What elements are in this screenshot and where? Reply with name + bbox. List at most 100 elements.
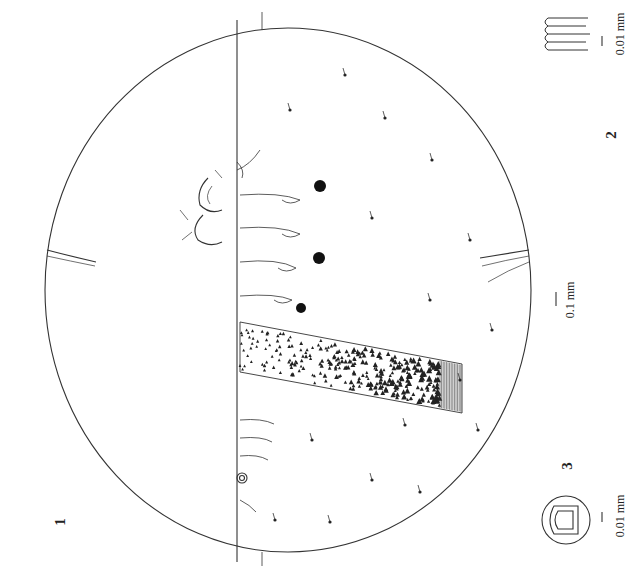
tick <box>262 12 263 30</box>
texture-mark <box>347 359 352 364</box>
seta <box>240 438 272 443</box>
texture-mark <box>320 364 324 368</box>
texture-mark <box>251 329 254 332</box>
texture-mark <box>382 380 387 385</box>
texture-mark <box>275 348 278 351</box>
seta-small <box>430 153 434 162</box>
texture-mark <box>304 351 307 354</box>
texture-mark <box>358 384 361 387</box>
figure-number: 1 <box>53 518 68 526</box>
texture-mark <box>421 371 427 377</box>
texture-mark <box>300 365 303 368</box>
texture-mark <box>344 380 347 383</box>
texture-mark <box>279 352 282 355</box>
seta-small <box>458 373 462 382</box>
texture-mark <box>365 371 368 374</box>
texture-mark <box>319 339 322 342</box>
texture-mark <box>413 372 416 375</box>
texture-mark <box>406 380 412 386</box>
seta <box>240 227 300 237</box>
texture-mark <box>340 356 343 359</box>
texture-mark <box>353 362 356 365</box>
texture-mark <box>395 392 400 397</box>
figure-number: 3 <box>560 462 575 470</box>
texture-mark <box>373 390 378 395</box>
texture-mark <box>432 387 436 391</box>
texture-mark <box>324 379 327 382</box>
texture-mark <box>389 374 392 377</box>
texture-mark <box>438 403 441 406</box>
texture-mark <box>279 371 282 374</box>
hatch-line <box>449 363 450 410</box>
texture-mark <box>406 373 412 379</box>
texture-mark <box>397 364 402 369</box>
texture-mark <box>383 368 386 371</box>
seta-shaft <box>468 233 470 240</box>
texture-mark <box>311 346 314 349</box>
seta-shaft <box>490 323 492 330</box>
texture-mark <box>391 358 395 362</box>
texture-mark <box>349 379 354 384</box>
texture-mark <box>405 384 408 387</box>
comb-structure <box>545 18 590 50</box>
texture-mark <box>349 387 353 391</box>
texture-mark <box>240 342 243 345</box>
texture-mark <box>402 368 406 372</box>
texture-mark <box>399 375 404 380</box>
suture <box>480 250 529 258</box>
seta-small <box>428 293 432 302</box>
texture-mark <box>378 385 383 390</box>
seta <box>240 420 274 425</box>
texture-mark <box>245 328 248 331</box>
texture-mark <box>426 367 432 373</box>
textured-band <box>240 322 462 413</box>
texture-mark <box>255 345 258 348</box>
pore-detail <box>542 496 590 544</box>
texture-mark <box>393 354 397 358</box>
texture-mark <box>361 373 365 377</box>
midline <box>236 30 237 550</box>
structure <box>199 178 222 212</box>
texture-mark <box>239 364 242 367</box>
hatch-line <box>441 361 442 408</box>
muscle-spot <box>296 303 306 313</box>
texture-mark <box>360 382 363 385</box>
seta-shaft <box>370 211 372 218</box>
seta-shaft <box>370 473 372 480</box>
texture-mark <box>435 391 440 396</box>
texture-mark <box>279 332 282 335</box>
seta-small <box>403 418 407 427</box>
muscle-spot <box>314 180 326 192</box>
hatch-line <box>446 362 447 409</box>
texture-mark <box>432 384 436 388</box>
texture-mark <box>293 363 297 367</box>
texture-mark <box>411 392 415 396</box>
structure <box>195 215 222 245</box>
texture-mark <box>334 374 339 379</box>
seta-small <box>310 433 314 442</box>
seta-shaft <box>458 373 460 380</box>
texture-mark <box>436 364 441 369</box>
hatch-line <box>457 364 458 411</box>
texture-mark <box>287 338 290 341</box>
texture-mark <box>330 362 333 365</box>
texture-mark <box>263 368 266 371</box>
seta <box>240 456 268 461</box>
texture-mark <box>246 354 249 357</box>
texture-mark <box>380 390 385 395</box>
texture-mark <box>335 350 339 354</box>
texture-mark <box>383 387 388 392</box>
texture-mark <box>386 352 390 356</box>
texture-mark <box>261 330 264 333</box>
structure <box>215 170 222 178</box>
texture-mark <box>272 366 275 369</box>
texture-mark <box>353 357 357 361</box>
texture-mark <box>406 398 409 401</box>
seta <box>240 261 296 271</box>
texture-mark <box>365 374 368 377</box>
figure-number: 2 <box>604 131 619 139</box>
scale-bar <box>555 292 556 306</box>
texture-mark <box>275 349 278 352</box>
